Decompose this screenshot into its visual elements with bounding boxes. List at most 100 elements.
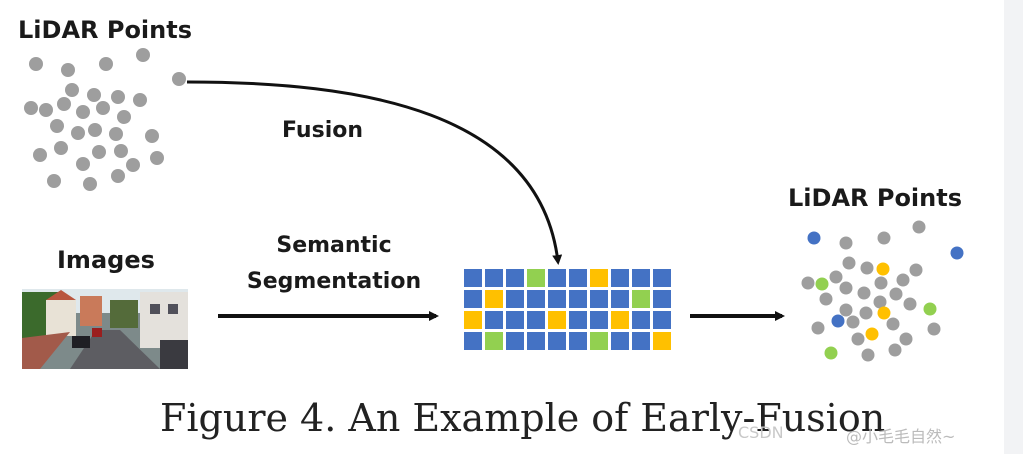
lidar-point	[133, 93, 147, 107]
lidar-point	[39, 103, 53, 117]
lidar-point-yellow	[876, 262, 890, 276]
segmentation-cell-blue	[611, 332, 629, 350]
segmentation-cell-blue	[548, 332, 566, 350]
lidar-point	[29, 57, 43, 71]
lidar-point	[117, 110, 131, 124]
semantic-segmentation-line1: Semantic	[276, 233, 392, 258]
segmentation-cell-blue	[506, 332, 524, 350]
lidar-point-green	[815, 277, 829, 291]
lidar-point	[857, 286, 871, 300]
lidar-point	[87, 88, 101, 102]
lidar-point	[927, 322, 941, 336]
segmentation-cell-blue	[506, 290, 524, 308]
images-label: Images	[57, 246, 155, 274]
segmentation-cell-blue	[527, 311, 545, 329]
segmentation-cell-blue	[569, 332, 587, 350]
lidar-point	[150, 151, 164, 165]
lidar-point	[76, 157, 90, 171]
lidar-point	[874, 276, 888, 290]
lidar-point	[33, 148, 47, 162]
lidar-point	[88, 123, 102, 137]
segmentation-cell-green	[527, 269, 545, 287]
lidar-point	[860, 261, 874, 275]
lidar-point	[76, 105, 90, 119]
segmentation-cell-green	[632, 290, 650, 308]
lidar-point	[896, 273, 910, 287]
segmentation-grid	[464, 269, 671, 350]
lidar-point	[861, 348, 875, 362]
lidar-point	[24, 101, 38, 115]
segmentation-cell-blue	[527, 332, 545, 350]
segmentation-cell-blue	[527, 290, 545, 308]
lidar-point	[145, 129, 159, 143]
segmentation-cell-yellow	[611, 311, 629, 329]
lidar-point	[899, 332, 913, 346]
segmentation-cell-blue	[569, 311, 587, 329]
lidar-point	[877, 231, 891, 245]
lidar-points-title-left: LiDAR Points	[18, 16, 192, 44]
lidar-point	[909, 263, 923, 277]
segmentation-cell-blue	[653, 269, 671, 287]
lidar-point-yellow	[865, 327, 879, 341]
lidar-point	[111, 90, 125, 104]
lidar-point	[903, 297, 917, 311]
lidar-point	[65, 83, 79, 97]
lidar-point	[50, 119, 64, 133]
segmentation-cell-blue	[653, 311, 671, 329]
lidar-point	[111, 169, 125, 183]
lidar-point	[811, 321, 825, 335]
right-scroll-gutter	[1004, 0, 1023, 454]
lidar-point	[71, 126, 85, 140]
lidar-point	[172, 72, 186, 86]
lidar-point	[92, 145, 106, 159]
lidar-point	[109, 127, 123, 141]
lidar-point	[889, 287, 903, 301]
segmentation-cell-yellow	[485, 290, 503, 308]
segmentation-cell-blue	[506, 269, 524, 287]
fusion-label: Fusion	[282, 118, 364, 143]
segmentation-cell-blue	[611, 290, 629, 308]
lidar-point	[126, 158, 140, 172]
lidar-point-cloud-left	[24, 48, 186, 191]
lidar-point	[829, 270, 843, 284]
lidar-point	[886, 317, 900, 331]
segmentation-cell-blue	[632, 332, 650, 350]
segmentation-cell-blue	[548, 269, 566, 287]
watermark-author: @小毛毛自然~	[846, 427, 956, 446]
lidar-point	[842, 256, 856, 270]
lidar-point	[839, 303, 853, 317]
fusion-arrow	[186, 80, 563, 265]
lidar-point-cloud-right	[801, 220, 964, 362]
lidar-point	[54, 141, 68, 155]
lidar-point-yellow	[877, 306, 891, 320]
lidar-points-title-right: LiDAR Points	[788, 184, 962, 212]
segmentation-cell-yellow	[548, 311, 566, 329]
lidar-point	[839, 281, 853, 295]
watermark-brand: CSDN	[738, 423, 784, 442]
figure-caption: Figure 4. An Example of Early-Fusion	[160, 396, 886, 440]
segmentation-cell-yellow	[590, 269, 608, 287]
lidar-point	[114, 144, 128, 158]
lidar-point	[47, 174, 61, 188]
segmentation-cell-yellow	[653, 332, 671, 350]
lidar-point	[99, 57, 113, 71]
segmentation-cell-blue	[506, 311, 524, 329]
segmentation-cell-blue	[464, 269, 482, 287]
lidar-point-blue	[950, 246, 964, 260]
lidar-point	[846, 315, 860, 329]
segmentation-cell-blue	[653, 290, 671, 308]
segmentation-cell-blue	[611, 269, 629, 287]
semantic-segmentation-line2: Segmentation	[246, 269, 422, 294]
lidar-point-green	[923, 302, 937, 316]
lidar-point	[888, 343, 902, 357]
lidar-point	[57, 97, 71, 111]
segmentation-cell-blue	[590, 290, 608, 308]
lidar-point	[83, 177, 97, 191]
lidar-point	[912, 220, 926, 234]
segmentation-cell-blue	[548, 290, 566, 308]
lidar-point	[839, 236, 853, 250]
lidar-point	[873, 295, 887, 309]
segmentation-cell-blue	[485, 311, 503, 329]
segmentation-cell-blue	[485, 269, 503, 287]
